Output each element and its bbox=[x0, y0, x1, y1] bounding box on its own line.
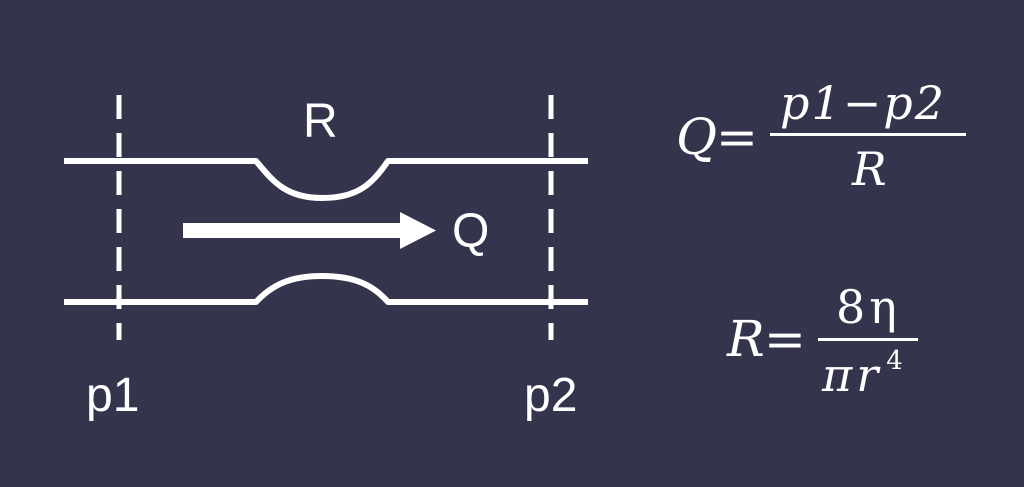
resistance-equation-denominator-base: πr bbox=[822, 348, 883, 402]
flow-equation-equals: = bbox=[716, 108, 758, 166]
flow-equation-fraction-bar bbox=[770, 133, 966, 136]
resistance-label: R bbox=[303, 95, 338, 148]
flow-arrow bbox=[183, 212, 436, 249]
pressure-p2-label: p2 bbox=[524, 369, 578, 422]
flow-equation-lhs: Q bbox=[676, 108, 717, 166]
resistance-equation-exponent: 4 bbox=[886, 346, 907, 376]
resistance-equation-fraction-bar bbox=[818, 338, 918, 341]
pipe-bottom-wall bbox=[64, 273, 588, 305]
flow-equation-denominator: R bbox=[852, 142, 887, 196]
resistance-equation-lhs: R bbox=[727, 310, 765, 368]
resistance-equation-numerator: 8η bbox=[836, 280, 901, 334]
pipe-top-wall bbox=[64, 158, 588, 201]
pressure-p1-label: p1 bbox=[86, 369, 140, 422]
flow-equation-numerator: p1−p2 bbox=[780, 76, 946, 130]
resistance-equation-equals: = bbox=[764, 310, 806, 368]
flow-label: Q bbox=[452, 205, 490, 258]
